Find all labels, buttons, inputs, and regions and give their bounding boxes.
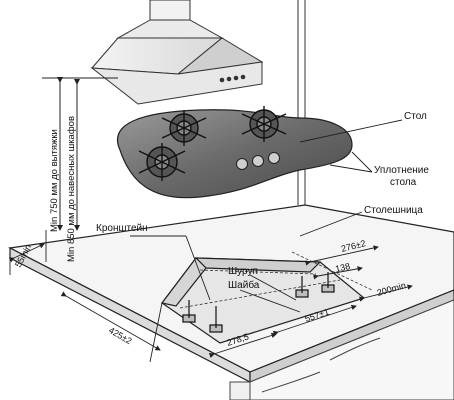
dashed-guides — [179, 251, 373, 309]
brackets — [182, 272, 335, 333]
front-dims — [8, 230, 413, 363]
label-bracket: Кронштейн — [96, 223, 148, 234]
label-countertop: Столешница — [364, 205, 423, 216]
dim-425: 425±2 — [107, 325, 134, 346]
label-washer: Шайба — [228, 279, 260, 291]
label-table: Стол — [404, 111, 427, 122]
label-seal: Уплотнение — [374, 165, 429, 176]
hob — [116, 106, 353, 199]
note-cabinet-height: Min 850 мм до навесных шкафов — [66, 116, 77, 262]
note-hood-height: Min 750 мм до вытяжки — [49, 129, 60, 232]
burner-left — [161, 110, 207, 146]
label-screw: Шуруп — [228, 266, 258, 277]
burner-right — [241, 106, 287, 142]
label-seal-line2: стола — [390, 177, 417, 188]
dim-138: 138 — [334, 261, 351, 274]
burner-front — [138, 143, 186, 181]
cabinet — [229, 299, 454, 400]
range-hood — [90, 0, 264, 105]
wall-lines — [297, 0, 306, 205]
height-dims — [42, 77, 118, 231]
control-knobs — [236, 152, 280, 170]
